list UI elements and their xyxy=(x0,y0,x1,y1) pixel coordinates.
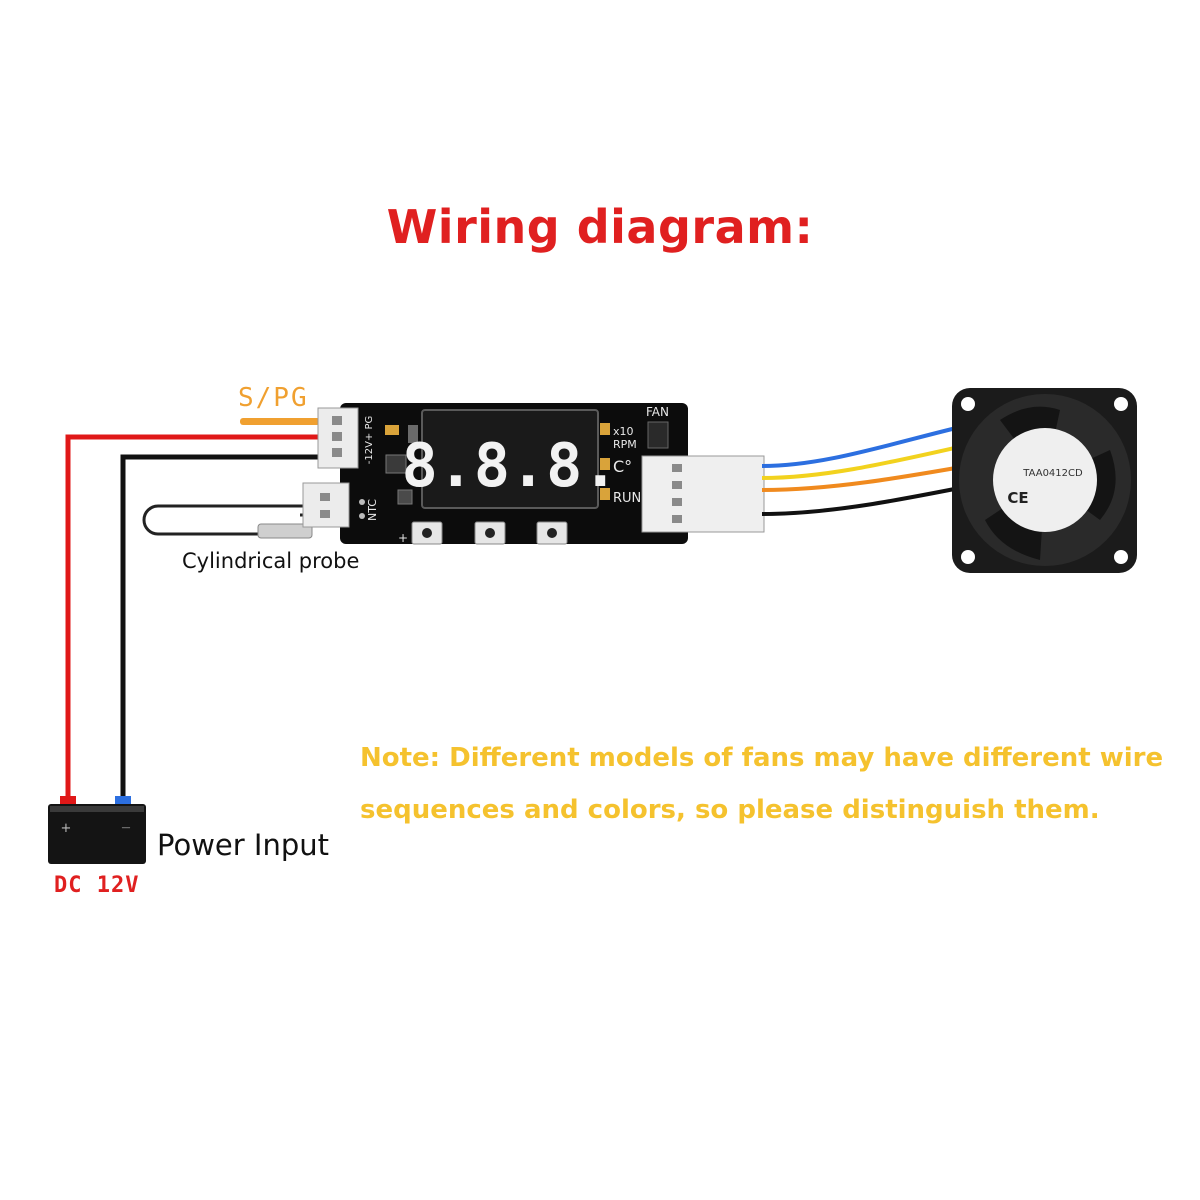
fan-connector xyxy=(641,455,765,533)
ntc-label: NTC xyxy=(366,499,379,521)
spg-underline xyxy=(240,418,320,425)
chip xyxy=(647,421,669,449)
probe-label: Cylindrical probe xyxy=(182,549,360,573)
wire-positive-red xyxy=(65,434,328,800)
spg-label: S/PG xyxy=(238,383,309,413)
dc-voltage-label: DC 12V xyxy=(54,873,140,898)
plus-label: + xyxy=(398,531,408,545)
celsius-label: C° xyxy=(613,457,632,476)
fan-ce-mark: CE xyxy=(1007,489,1028,507)
probe-cable xyxy=(142,504,312,536)
note-line-1: Note: Different models of fans may have … xyxy=(360,743,1164,773)
rpm-label: RPM xyxy=(613,438,637,451)
battery-minus: — xyxy=(122,823,131,833)
run-label: RUN xyxy=(613,491,641,506)
ntc-connector xyxy=(302,482,350,528)
fan-label: FAN xyxy=(646,405,669,419)
battery-dc-12v: + — xyxy=(48,796,146,864)
diagram-title: Wiring diagram: xyxy=(386,200,814,254)
x10-label: x10 xyxy=(613,425,634,438)
fan-model: TAA0412CD xyxy=(1022,468,1083,479)
note-text: Note: Different models of fans may have … xyxy=(360,732,1190,836)
seven-segment-display xyxy=(421,409,599,509)
fan-hub-sticker xyxy=(993,428,1097,532)
display-readout: 8.8.8. xyxy=(402,431,619,501)
probe-metal-tip xyxy=(257,523,313,539)
battery-plus: + xyxy=(61,821,72,836)
controller-board: -12V+ PG NTC 8.8.8. FAN x10 RPM C° RUN xyxy=(302,403,765,545)
cooling-fan: TAA0412CD CE xyxy=(952,388,1137,573)
power-input-label: Power Input xyxy=(157,828,329,862)
note-line-2: sequences and colors, so please distingu… xyxy=(360,795,1100,825)
wire-negative-black xyxy=(120,454,328,800)
pin-label: -12V+ PG xyxy=(364,416,375,465)
